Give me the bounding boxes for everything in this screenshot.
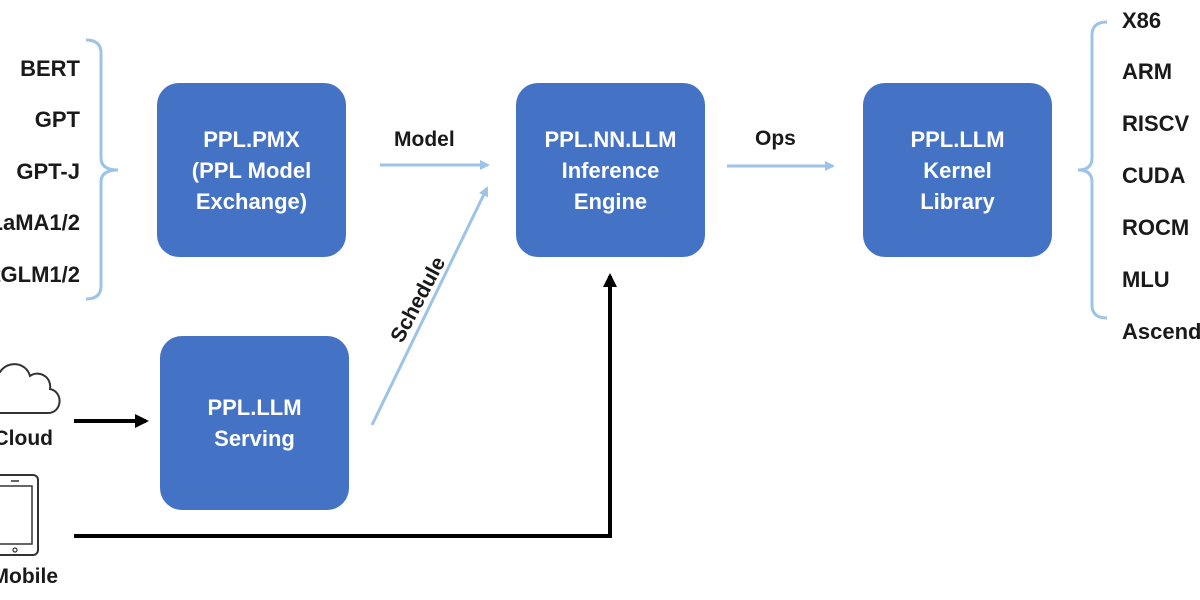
box-line: Engine: [573, 188, 648, 214]
box-line: PPL.LLM: [910, 126, 1005, 152]
model-item-llama: LLaMA1/2: [0, 210, 80, 235]
kernel-library-box: PPL.LLM Kernel Library: [863, 83, 1052, 257]
box-line: Kernel: [923, 157, 992, 183]
box-line: (PPL Model: [191, 157, 312, 183]
schedule-arrow: [370, 186, 489, 426]
mobile-label: Mobile: [0, 565, 58, 588]
llm-serving-box: PPL.LLM Serving: [160, 336, 349, 510]
tablet-icon: [0, 474, 39, 556]
hardware-item-riscv: RISCV: [1122, 111, 1190, 136]
model-edge-label: Model: [394, 128, 455, 151]
cloud-icon: [0, 363, 61, 414]
hardware-item-cuda: CUDA: [1122, 163, 1186, 188]
hardware-item-mlu: MLU: [1122, 267, 1170, 292]
models-bracket: [85, 38, 119, 301]
box-line: PPL.NN.LLM: [544, 126, 677, 152]
model-item-chatglm: ChatGLM1/2: [0, 262, 80, 287]
hardware-bracket: [1077, 20, 1108, 320]
box-line: Serving: [214, 426, 295, 451]
model-item-gptj: GPT-J: [16, 159, 80, 184]
model-item-gpt: GPT: [34, 107, 80, 132]
mobile-arrow: [74, 273, 617, 538]
box-line: PPL.PMX: [203, 126, 300, 152]
box-line: Exchange): [195, 188, 308, 214]
box-line: PPL.LLM: [207, 395, 302, 420]
hardware-item-ascend: Ascend: [1122, 319, 1200, 344]
hardware-item-rocm: ROCM: [1122, 215, 1190, 240]
cloud-label: Cloud: [0, 427, 53, 450]
model-item-bert: BERT: [20, 56, 80, 81]
hardware-item-x86: X86: [1122, 8, 1162, 33]
box-line: Library: [920, 188, 995, 214]
inference-engine-box: PPL.NN.LLM Inference Engine: [516, 83, 705, 257]
box-line: Inference: [561, 157, 660, 183]
hardware-item-arm: ARM: [1122, 59, 1173, 84]
ppl-pmx-box: PPL.PMX (PPL Model Exchange): [157, 83, 346, 257]
ops-edge-label: Ops: [755, 127, 796, 150]
